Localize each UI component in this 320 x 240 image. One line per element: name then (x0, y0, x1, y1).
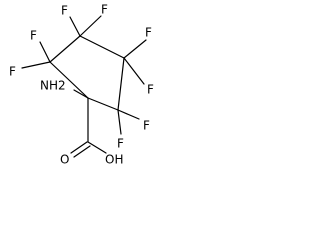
atom-labels: F F F F F F F F NH2 O OH (9, 3, 154, 167)
bond-c1-c2 (49, 61, 89, 99)
bond-carboxyl-c-o-double-b (73, 145, 91, 158)
bond-c5-f-lower (117, 109, 122, 135)
fluorine-label-c4-lower: F (147, 83, 154, 97)
bond-c2-c3 (49, 35, 81, 63)
fluorine-label-c4-right: F (145, 26, 152, 40)
fluorine-label-c2-upper: F (30, 29, 37, 43)
carbonyl-oxygen-label: O (60, 153, 69, 167)
chemical-structure: F F F F F F F F NH2 O OH (9, 3, 154, 167)
fluorine-label-c3-right: F (101, 3, 108, 17)
bond-c3-f-right (79, 15, 102, 37)
substituent-bonds (21, 15, 147, 158)
hydroxyl-group-label: OH (105, 153, 123, 167)
ring-bonds (49, 35, 125, 111)
fluorine-label-c3-left: F (61, 4, 68, 18)
bond-c5-f-right (117, 109, 140, 120)
amino-group-label: NH2 (40, 79, 66, 93)
bond-c3-f-left (69, 16, 81, 37)
bond-c4-f-lower (123, 57, 145, 85)
bond-c4-f-right (123, 39, 147, 59)
fluorine-label-c5-lower: F (117, 137, 124, 151)
bond-c2-f-upper (39, 41, 51, 63)
bond-c4-c5 (117, 57, 125, 111)
bond-carboxyl-c-o-double-a (70, 141, 88, 154)
bond-c1-n (73, 89, 89, 99)
fluorine-label-c2-left: F (9, 65, 16, 79)
bond-carboxyl-c-oh (87, 141, 107, 154)
fluorine-label-c5-right: F (143, 119, 150, 133)
bond-c3-c4 (79, 35, 125, 59)
bond-c5-c1 (87, 97, 119, 111)
bond-c2-f-left (21, 61, 51, 69)
